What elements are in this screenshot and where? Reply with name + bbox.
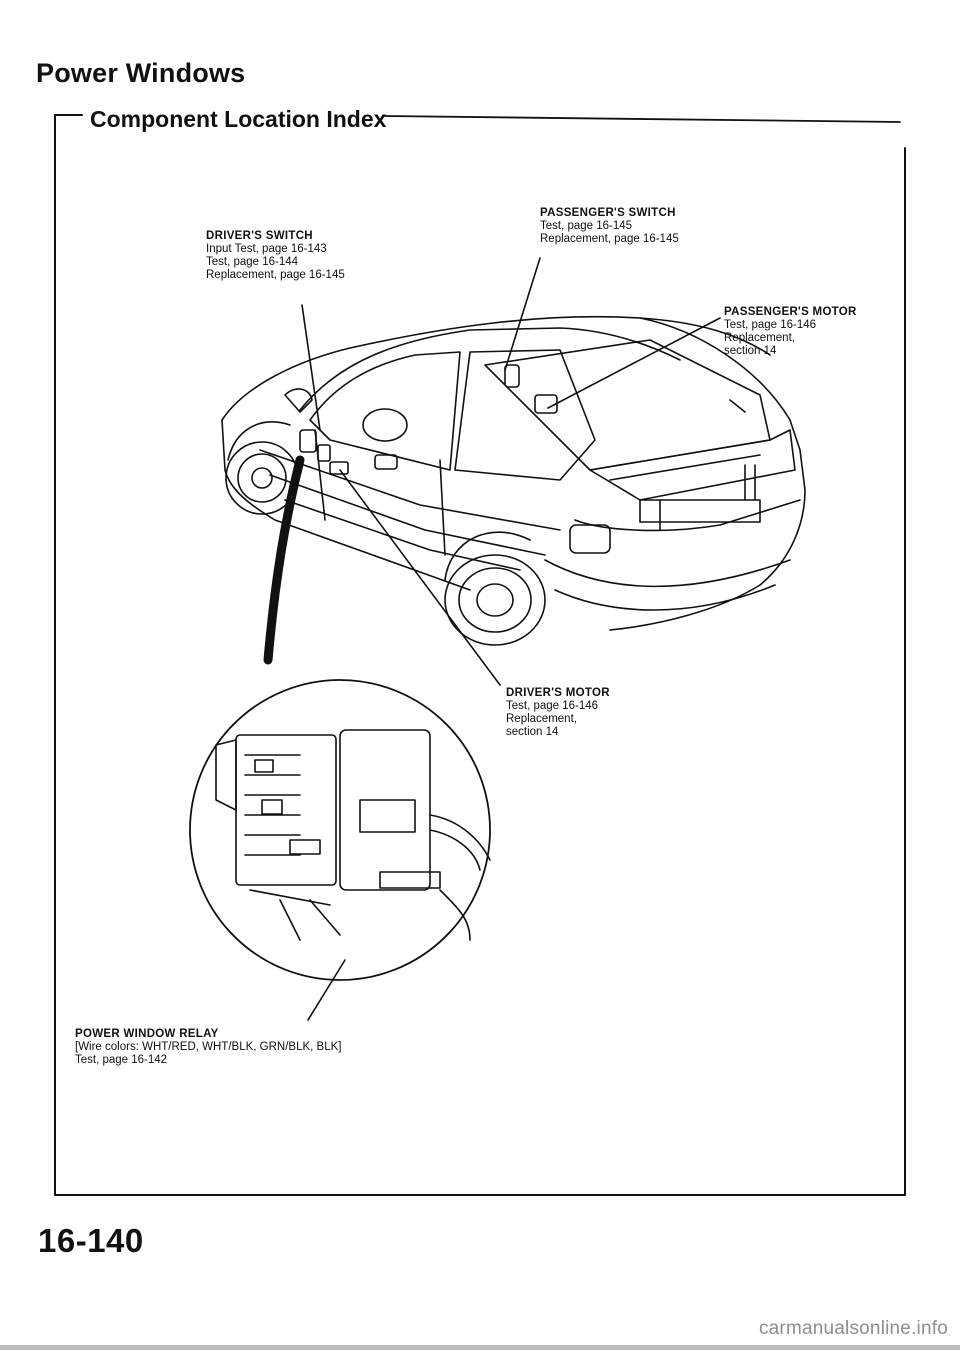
callout-line: Replacement, page 16-145: [206, 269, 345, 281]
callout-line: Replacement,: [724, 332, 795, 344]
callout-label: POWER WINDOW RELAY: [75, 1028, 219, 1040]
page-number: 16-140: [38, 1222, 144, 1259]
relay-detail-circle: [189, 679, 491, 981]
footer-bar: [0, 1345, 960, 1350]
watermark-text: carmanualsonline.info: [758, 1318, 948, 1339]
leader-passengers-switch: [504, 257, 541, 371]
callout-line: Test, page 16-146: [724, 319, 817, 331]
section-title: Component Location Index: [90, 106, 387, 132]
callout-label: DRIVER'S MOTOR: [506, 687, 610, 699]
callout-line: [Wire colors: WHT/RED, WHT/BLK, GRN/BLK,…: [75, 1041, 342, 1053]
callout-line: section 14: [506, 726, 559, 738]
callout-line: Replacement,: [506, 713, 577, 725]
callout-label: DRIVER'S SWITCH: [206, 230, 313, 242]
callout-line: Test, page 16-144: [206, 256, 299, 268]
callout-line: Replacement, page 16-145: [540, 233, 679, 245]
callout-passengers-motor: PASSENGER'S MOTOR Test, page 16-146 Repl…: [724, 306, 857, 358]
callout-passengers-switch: PASSENGER'S SWITCH Test, page 16-145 Rep…: [540, 207, 679, 246]
callout-drivers-switch: DRIVER'S SWITCH Input Test, page 16-143 …: [206, 230, 345, 282]
callout-power-window-relay: POWER WINDOW RELAY [Wire colors: WHT/RED…: [75, 1028, 341, 1067]
page-title: Power Windows: [36, 58, 246, 88]
callout-line: section 14: [724, 345, 777, 357]
callout-line: Test, page 16-146: [506, 700, 599, 712]
callout-line: Input Test, page 16-143: [206, 243, 327, 255]
callout-line: Test, page 16-142: [75, 1054, 168, 1066]
car-drawing: [221, 315, 806, 646]
leader-passengers-motor: [547, 317, 721, 409]
leader-drivers-switch: [301, 304, 321, 431]
callout-label: PASSENGER'S MOTOR: [724, 306, 857, 318]
callout-label: PASSENGER'S SWITCH: [540, 207, 676, 219]
leader-relay: [307, 959, 346, 1021]
leader-drivers-motor: [339, 469, 501, 686]
callout-drivers-motor: DRIVER'S MOTOR Test, page 16-146 Replace…: [506, 687, 610, 739]
callout-line: Test, page 16-145: [540, 220, 633, 232]
